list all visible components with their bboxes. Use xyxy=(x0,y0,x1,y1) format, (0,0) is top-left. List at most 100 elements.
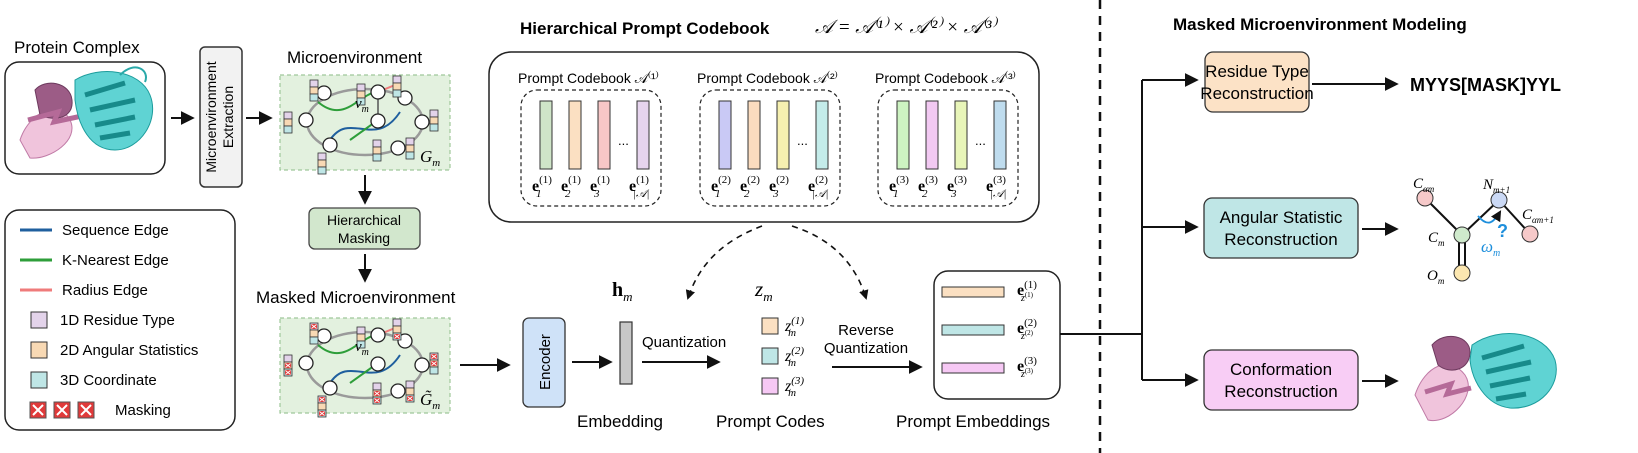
codebook-vector-label: e(2)2 xyxy=(740,174,760,200)
feature-cell xyxy=(309,336,319,345)
feature-cell xyxy=(309,329,319,338)
feature-cell xyxy=(429,123,439,132)
prompt-embedding-bar xyxy=(941,286,1005,298)
angle-c2-label: Cαm+1 xyxy=(1522,207,1554,225)
masking-box xyxy=(308,207,421,250)
codebook-ellipsis: ... xyxy=(618,133,629,148)
feature-stack xyxy=(429,109,439,132)
legend-item: 1D Residue Type xyxy=(30,311,175,329)
prompt-code-label: z(1)m xyxy=(784,315,804,339)
prompt-embedding-item: e(2)z(2) xyxy=(941,317,1037,342)
feature-stack xyxy=(283,111,293,134)
mask-cross xyxy=(285,363,291,368)
legend-box-swatch xyxy=(30,341,48,359)
codebook-vector xyxy=(636,100,650,170)
encoder-box xyxy=(522,317,566,408)
prompt-codes-symbol: zm xyxy=(754,277,773,304)
feature-cell xyxy=(405,137,415,146)
codebook-vector-label: e(3)|𝒜| xyxy=(986,174,1007,200)
embedding-caption: Embedding xyxy=(577,412,663,431)
extraction-box xyxy=(199,46,243,188)
mask-cross xyxy=(374,391,380,396)
legend-frame xyxy=(4,209,236,431)
prompt-embedding-label: e(2)z(2) xyxy=(1017,317,1037,342)
prompt-code-swatch xyxy=(761,347,779,365)
legend-item: K-Nearest Edge xyxy=(20,252,169,269)
feature-cell xyxy=(372,153,382,162)
codebook-ellipsis: ... xyxy=(975,133,986,148)
embedding-symbol: hm xyxy=(612,279,633,304)
legend-mask-cross xyxy=(32,404,44,416)
modeling-task-line1: Residue Type xyxy=(1205,62,1309,81)
modeling-task-line2: Reconstruction xyxy=(1224,382,1337,401)
dashed-arrow-to-prompt-embeddings xyxy=(791,225,869,300)
angle-c-alpha-label: Cαm xyxy=(1413,176,1435,194)
legend-label: 1D Residue Type xyxy=(60,312,175,329)
legend-mask-cross xyxy=(80,404,92,416)
mask-cross xyxy=(394,334,400,339)
feature-stack xyxy=(392,318,402,341)
codebook-vector xyxy=(896,100,910,170)
feature-cell xyxy=(317,402,327,411)
codebook-vector-label: e(2)3 xyxy=(769,174,789,200)
codebook-vector xyxy=(993,100,1007,170)
legend-label: Radius Edge xyxy=(62,282,148,299)
codebook-vector-label: e(1)|𝒜| xyxy=(629,174,650,200)
prompt-embedding-bar xyxy=(941,324,1005,336)
feature-cell xyxy=(429,366,439,375)
prompt-code-label: z(3)m xyxy=(784,375,804,399)
codebook-frame xyxy=(488,51,1040,223)
masked-graph xyxy=(298,327,430,400)
feature-cell xyxy=(405,144,415,153)
encoder-label: Encoder xyxy=(537,334,554,390)
legend-item: Masking xyxy=(29,401,171,419)
feature-cell xyxy=(392,325,402,334)
microenvironment-title: Microenvironment xyxy=(287,48,422,67)
feature-stack xyxy=(392,75,402,98)
feature-stack xyxy=(372,139,382,162)
mask-cross xyxy=(319,411,325,416)
feature-cell xyxy=(372,139,382,148)
legend-item: Radius Edge xyxy=(20,282,148,299)
feature-stack xyxy=(372,382,382,405)
codebook-vector-label: e(2)|𝒜| xyxy=(808,174,829,200)
feature-cell xyxy=(309,86,319,95)
codebook-vector-label: e(1)1 xyxy=(532,174,552,200)
codebook-group-label: Prompt Codebook 𝒜⁽³⁾ xyxy=(875,70,1016,86)
feature-cell xyxy=(283,125,293,134)
prompt-embedding-label: e(3)z(3) xyxy=(1017,355,1037,380)
prompt-embedding-label: e(1)z(1) xyxy=(1017,279,1037,304)
codebook-vector xyxy=(718,100,732,170)
codebook-vector xyxy=(954,100,968,170)
codebook-group-frame xyxy=(699,89,841,207)
feature-cell xyxy=(429,109,439,118)
feature-cell xyxy=(405,387,415,396)
protein-structure-image xyxy=(19,66,154,159)
angle-omega-label: ωm xyxy=(1481,237,1500,259)
feature-cell xyxy=(317,159,327,168)
micro-feature-stacks xyxy=(283,75,439,175)
feature-cell xyxy=(283,354,293,363)
legend-item: 3D Coordinate xyxy=(30,371,157,389)
prompt-codes-caption: Prompt Codes xyxy=(716,412,825,431)
masked-graph-label: G̃m xyxy=(420,390,440,412)
reverse-quant-line1: Reverse xyxy=(838,322,894,339)
codebook-group-frame xyxy=(877,89,1019,207)
legend-label: K-Nearest Edge xyxy=(62,252,169,269)
codebook-vector-label: e(3)1 xyxy=(889,174,909,200)
masked-feature-stacks xyxy=(283,318,439,418)
legend-label: Masking xyxy=(115,402,171,419)
legend-item: 2D Angular Statistics xyxy=(30,341,198,359)
codebook-vector xyxy=(815,100,829,170)
mask-cross xyxy=(431,361,437,366)
feature-cell xyxy=(392,75,402,84)
feature-stack xyxy=(405,137,415,160)
feature-stack xyxy=(309,322,319,345)
codebook-group-label: Prompt Codebook 𝒜⁽²⁾ xyxy=(697,70,838,86)
feature-cell xyxy=(317,152,327,161)
angle-o-label: Om xyxy=(1427,268,1445,286)
